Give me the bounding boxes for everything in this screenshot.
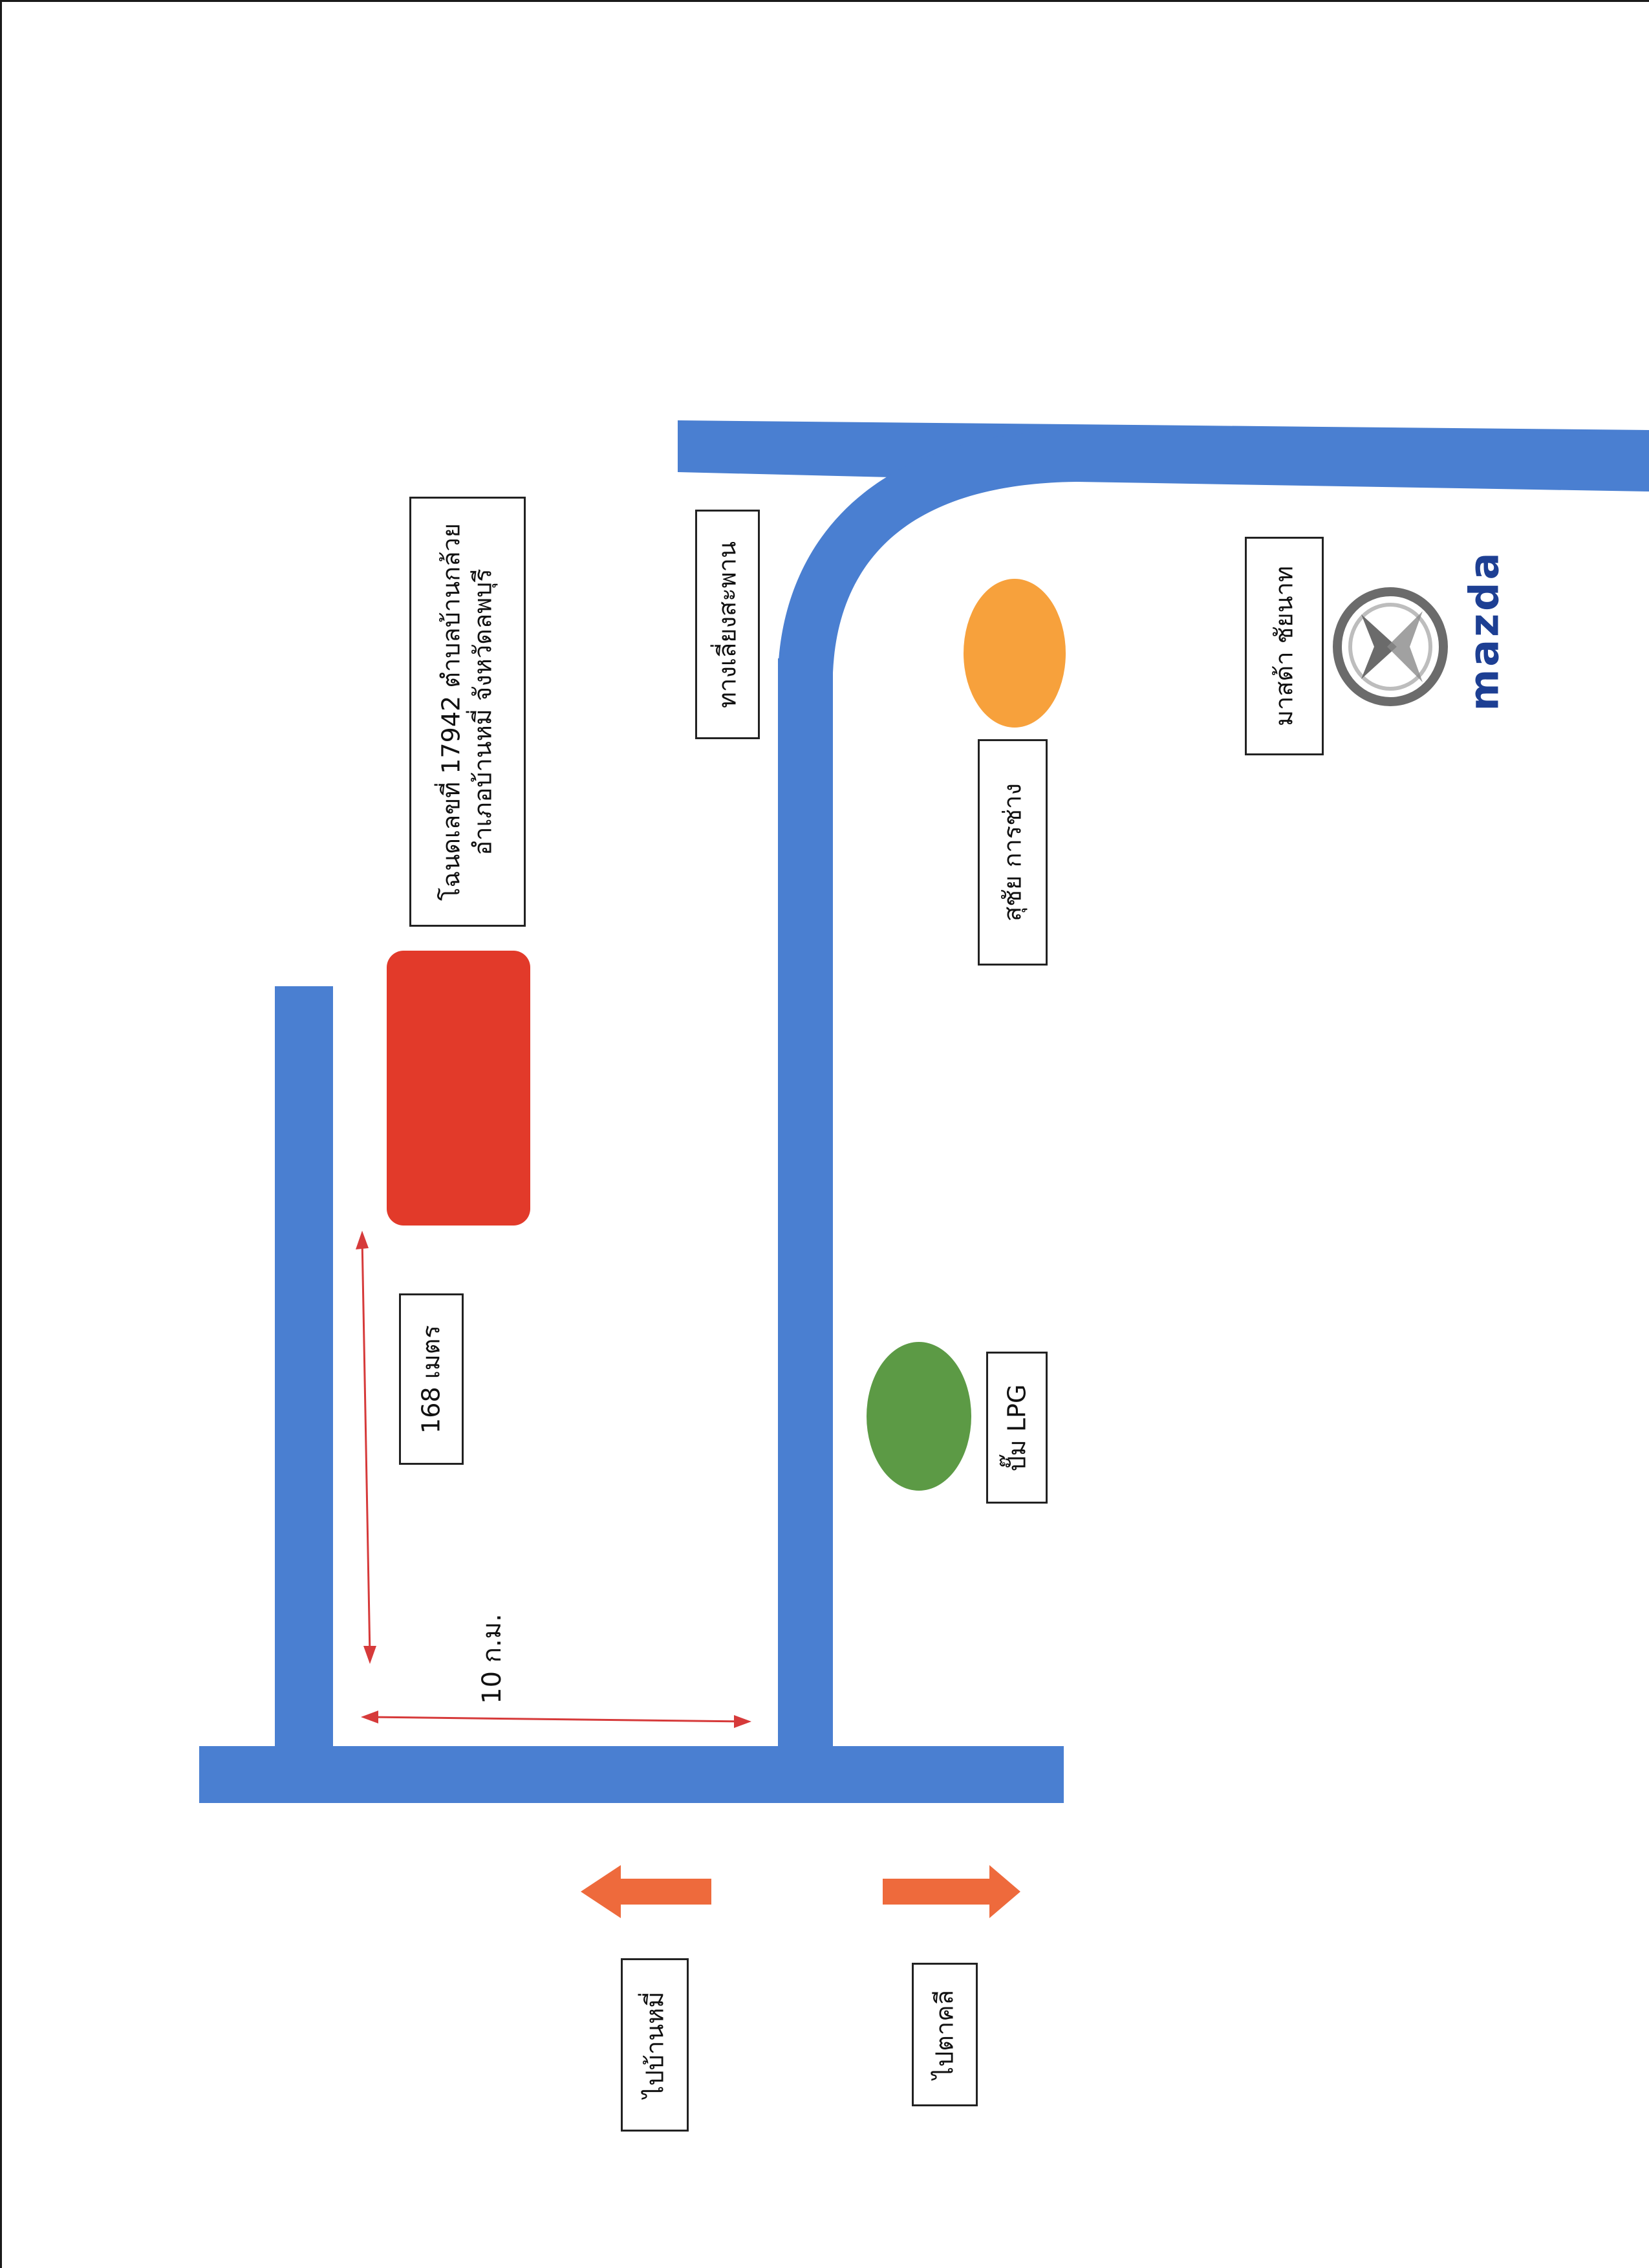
- road-middle-vertical: [778, 658, 833, 1772]
- deed-line-1: โฉนดเลขที่ 17942 ตำบลบ้านกล้วย: [436, 523, 466, 901]
- to-takhli-box: ไปตาคลี: [912, 1963, 978, 2106]
- measure-10-line: [368, 1716, 744, 1723]
- land-plot-marker: [387, 951, 530, 1226]
- mazda-wordmark: mazda: [1460, 550, 1508, 711]
- deed-label-text: โฉนดเลขที่ 17942 ตำบลบ้านกล้วย อำเภอบ้าน…: [436, 523, 500, 900]
- deed-line-2: อำเภอบ้านหมี่ จังหวัดลพบุรี: [469, 568, 497, 856]
- garage-label: สุชัย การช่าง: [998, 783, 1027, 922]
- scan-edge-top: [0, 0, 1649, 2]
- mazda-dealer-label-box: มาสด้า ชัยนาท: [1245, 537, 1324, 755]
- road-left-vertical: [275, 986, 333, 1772]
- deed-label-box: โฉนดเลขที่ 17942 ตำบลบ้านกล้วย อำเภอบ้าน…: [409, 497, 526, 927]
- measure-10-arrow-left: [361, 1711, 378, 1723]
- lpg-label-box: ปั๊ม LPG: [986, 1352, 1048, 1504]
- to-takhli-label: ไปตาคลี: [930, 1990, 959, 2079]
- mazda-dealer-label: มาสด้า ชัยนาท: [1269, 565, 1299, 727]
- arrow-to-ban-mi: [581, 1865, 711, 1918]
- distance-168-box: 168 เมตร: [399, 1293, 464, 1465]
- mazda-logo-icon: [1333, 587, 1448, 706]
- measure-168-arrow-top: [356, 1231, 369, 1249]
- measure-168-line: [361, 1238, 371, 1656]
- bridge-road-label-box: ทางเลี่ยงสะพาน: [695, 510, 760, 739]
- to-ban-mi-label: ไปบ้านหมี่: [640, 1991, 669, 2099]
- scan-edge-left: [0, 0, 2, 2268]
- bridge-road-label: ทางเลี่ยงสะพาน: [713, 541, 742, 708]
- distance-10-label: 10 ก.ม.: [477, 1614, 507, 1704]
- lpg-station-marker: [867, 1342, 971, 1491]
- lpg-label: ปั๊ม LPG: [1002, 1384, 1031, 1471]
- road-curve-band: [778, 430, 1077, 673]
- arrow-to-takhli: [883, 1865, 1020, 1918]
- distance-168-label: 168 เมตร: [416, 1324, 446, 1434]
- road-bottom-horizontal: [199, 1746, 1064, 1803]
- measure-168-arrow-bottom: [363, 1646, 376, 1664]
- road-top: [678, 420, 1649, 491]
- measure-10-arrow-right: [734, 1715, 751, 1728]
- garage-label-box: สุชัย การช่าง: [978, 739, 1048, 966]
- garage-marker: [964, 579, 1066, 728]
- to-ban-mi-box: ไปบ้านหมี่: [621, 1958, 689, 2132]
